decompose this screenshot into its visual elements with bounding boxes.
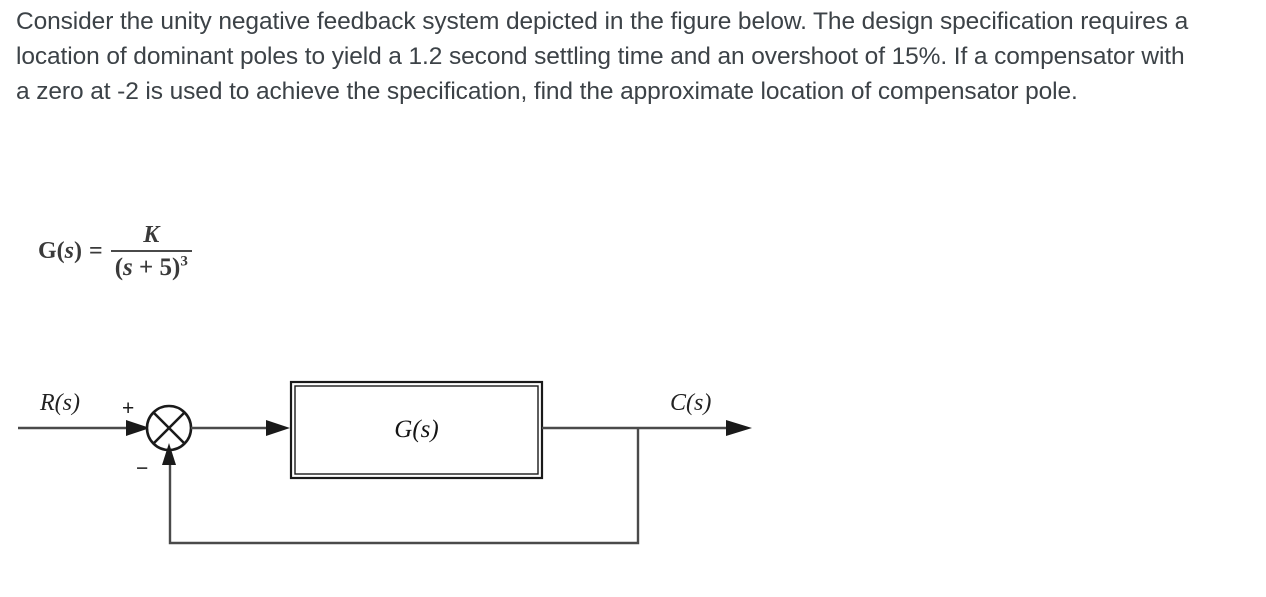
plant-block xyxy=(289,380,544,480)
summing-minus-sign: − xyxy=(136,457,148,480)
summing-plus-sign: + xyxy=(122,397,134,420)
feedback-block-diagram: G(s) R(s) C(s) + − xyxy=(0,365,800,580)
equation-function-name: G xyxy=(38,238,57,265)
output-signal-label: C(s) xyxy=(670,390,711,416)
equation-variable: s xyxy=(64,238,75,265)
plant-block-label: G(s) xyxy=(394,416,438,443)
summing-junction-cross-icon-2 xyxy=(152,411,186,445)
plant-block-inner-edge xyxy=(294,385,539,475)
equals-sign: = xyxy=(89,238,103,265)
denominator-variable: s xyxy=(123,253,133,281)
output-arrowhead-icon xyxy=(726,420,752,436)
fraction: K (s + 5)3 xyxy=(110,222,192,282)
input-signal-label: R(s) xyxy=(39,390,80,416)
transfer-function-equation: G(s) = K (s + 5)3 xyxy=(38,222,192,282)
feedback-wire xyxy=(168,428,640,545)
input-arrowhead-icon xyxy=(126,420,150,436)
fraction-bar xyxy=(110,249,192,252)
block-input-arrowhead-icon xyxy=(266,420,290,436)
feedback-arrowhead-icon xyxy=(162,443,176,465)
fraction-denominator: (s + 5)3 xyxy=(114,253,188,281)
fraction-numerator: K xyxy=(143,222,160,248)
denominator-constant: 5 xyxy=(159,253,173,281)
equation-left-hand-side: G(s) xyxy=(38,238,83,265)
question-statement: Consider the unity negative feedback sys… xyxy=(16,8,1189,105)
denominator-exponent: 3 xyxy=(180,253,188,270)
